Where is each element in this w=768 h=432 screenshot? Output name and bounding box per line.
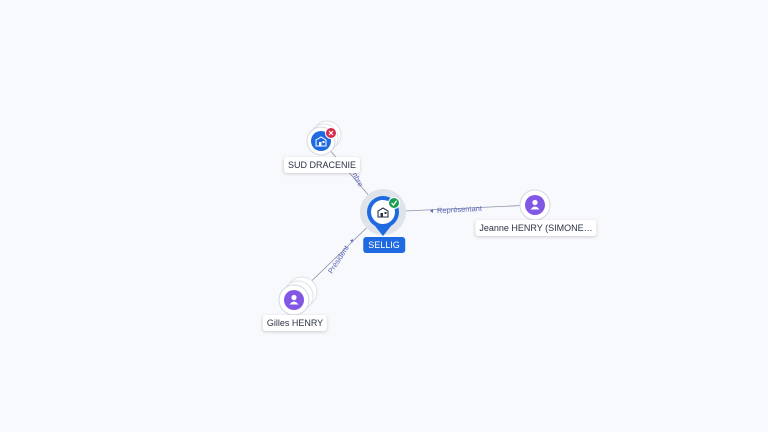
- closed-status-icon: [325, 127, 337, 139]
- node-sellig[interactable]: [360, 189, 406, 236]
- edge-representant-label: Représentant: [437, 204, 483, 215]
- edge-label-representant: Représentant: [429, 204, 483, 215]
- edge-representant: [382, 204, 535, 213]
- person-icon: [289, 294, 299, 305]
- map-pin-icon: [375, 226, 391, 236]
- node-label-sud-dracenie[interactable]: SUD DRACENIE: [283, 157, 361, 173]
- node-label-gilles-henry[interactable]: Gilles HENRY: [262, 315, 328, 331]
- edge-president-label: Président: [326, 243, 351, 275]
- company-icon: [377, 207, 389, 218]
- node-jeanne-henry[interactable]: [519, 189, 551, 221]
- node-gilles-henry[interactable]: [278, 276, 318, 316]
- node-sud-dracenie[interactable]: [306, 120, 342, 156]
- arrow-left-icon: [429, 208, 434, 213]
- edge-label-president: Président: [326, 238, 353, 275]
- node-label-jeanne-henry[interactable]: Jeanne HENRY (SIMONE…: [475, 220, 597, 236]
- person-icon: [530, 199, 540, 210]
- company-icon: [315, 136, 327, 147]
- node-label-sellig[interactable]: SELLIG: [363, 237, 405, 253]
- arrow-right-icon: [350, 238, 353, 243]
- active-status-icon: [388, 197, 400, 209]
